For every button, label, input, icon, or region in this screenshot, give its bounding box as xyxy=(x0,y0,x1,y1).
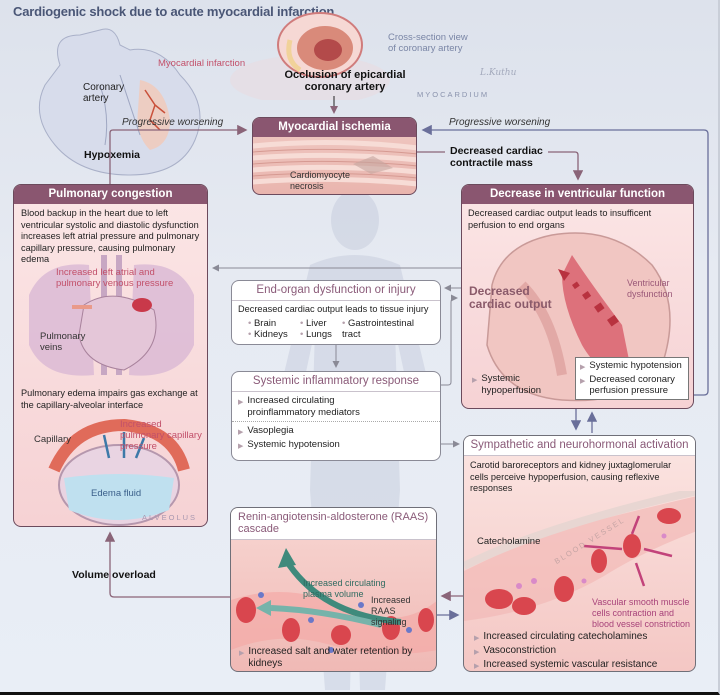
artery-cross-section-illustration xyxy=(230,12,390,100)
progressive-worsening-right-label: Progressive worsening xyxy=(449,117,551,128)
end-organ-intro: Decreased cardiac output leads to tissue… xyxy=(238,304,429,314)
pulmonary-congestion-intro: Blood backup in the heart due to left ve… xyxy=(21,208,200,264)
pulmonary-congestion-box: Pulmonary congestion Blood backup in the… xyxy=(13,184,208,527)
bullet-triangle-icon: ▶ xyxy=(238,399,244,406)
bullet-triangle-icon: ▶ xyxy=(580,364,586,371)
organ-liver: • Liver xyxy=(300,317,327,329)
decreased-contractile-mass-label: Decreased cardiac contractile mass xyxy=(450,145,543,169)
raas-cascade-box: Renin-angiotensin-aldosterone (RAAS) cas… xyxy=(230,507,437,672)
volume-overload-label: Volume overload xyxy=(72,569,156,581)
inflammatory-item: ▶Vasoplegia xyxy=(238,425,434,439)
coronary-artery-label: Coronary artery xyxy=(83,82,125,104)
pulmonary-veins-label: Pulmonary veins xyxy=(40,331,86,353)
bullet-triangle-icon: ▶ xyxy=(474,635,480,642)
decreased-cardiac-output-label: Decreased cardiac output xyxy=(469,284,552,311)
inflammatory-title: Systemic inflammatory response xyxy=(232,372,440,392)
bullet-triangle-icon: ▶ xyxy=(472,377,478,384)
inflammatory-response-box: Systemic inflammatory response ▶Increase… xyxy=(231,371,441,461)
ventricular-function-box: Decrease in ventricular function Decreas… xyxy=(461,184,694,409)
callout-item: ▶Systemic hypotension xyxy=(580,360,684,374)
raas-title: Renin-angiotensin-aldosterone (RAAS) cas… xyxy=(231,508,436,540)
callout-item: ▶Decreased coronary perfusion pressure xyxy=(580,373,675,397)
sympathetic-item: ▶Increased circulating catecholamines xyxy=(474,631,657,645)
ventricular-function-title: Decrease in ventricular function xyxy=(462,185,693,204)
myocardial-ischemia-title: Myocardial ischemia xyxy=(253,118,416,137)
myocardium-label: MYOCARDIUM xyxy=(417,90,490,99)
cardiomyocyte-necrosis-label: Cardiomyocyte necrosis xyxy=(290,170,351,191)
organ-gastrointestinal: • Gastrointestinal tract xyxy=(342,317,414,340)
artist-signature: L.Kuthu xyxy=(480,68,517,78)
organ-kidneys: • Kidneys xyxy=(248,328,288,340)
inflammatory-item: ▶Increased circulating proinflammatory m… xyxy=(238,395,360,418)
capillary-pressure-label: Increased pulmonary capillary pressure xyxy=(120,419,202,452)
hypoxemia-label: Hypoxemia xyxy=(84,149,141,161)
myocardial-ischemia-box: Myocardial ischemia Cardiomyocyte necros… xyxy=(252,117,417,195)
organ-lungs: • Lungs xyxy=(300,328,332,340)
occlusion-label: Occlusion of epicardial coronary artery xyxy=(284,69,406,93)
edema-fluid-label: Edema fluid xyxy=(91,488,142,499)
cross-section-label: Cross-section view of coronary artery xyxy=(388,32,468,54)
bullet-triangle-icon: ▶ xyxy=(474,649,480,656)
end-organ-title: End-organ dysfunction or injury xyxy=(232,281,440,301)
capillary-label: Capillary xyxy=(34,434,71,445)
ventricular-dysfunction-label: Ventricular dysfunction xyxy=(627,278,673,299)
bullet-triangle-icon: ▶ xyxy=(238,429,244,436)
atrial-pressure-label: Increased left atrial and pulmonary veno… xyxy=(56,267,174,289)
bullet-triangle-icon: ▶ xyxy=(238,442,244,450)
pulmonary-edema-text: Pulmonary edema impairs gas exchange at … xyxy=(21,388,198,410)
sympathetic-item: ▶Increased systemic vascular resistance xyxy=(474,659,657,671)
progressive-worsening-left-label: Progressive worsening xyxy=(122,117,224,128)
sympathetic-title: Sympathetic and neurohormonal activation xyxy=(464,436,695,456)
blood-vessel-illustration xyxy=(464,491,695,621)
sympathetic-items: ▶Increased circulating catecholamines ▶V… xyxy=(474,631,657,671)
alveolus-illustration xyxy=(48,418,190,526)
systemic-hypoperfusion-item: ▶ Systemic hypoperfusion xyxy=(472,373,542,396)
muscle-fibers-illustration xyxy=(253,139,416,187)
sympathetic-activation-box: Sympathetic and neurohormonal activation… xyxy=(463,435,696,672)
bullet-triangle-icon: ▶ xyxy=(474,663,480,670)
catecholamine-label: Catecholamine xyxy=(477,536,541,547)
sympathetic-intro: Carotid baroreceptors and kidney juxtagl… xyxy=(470,460,672,493)
diagram-title: Cardiogenic shock due to acute myocardia… xyxy=(13,4,335,19)
bullet-triangle-icon: ▶ xyxy=(239,650,245,657)
myocardial-infarction-label: Myocardial infarction xyxy=(158,58,246,69)
bullet-triangle-icon: ▶ xyxy=(580,377,586,385)
alveolus-label: ALVEOLUS xyxy=(142,513,198,522)
plasma-volume-label: Increased circulating plasma volume xyxy=(303,578,386,599)
hypotension-callout: ▶Systemic hypotension ▶Decreased coronar… xyxy=(575,357,689,400)
raas-item: ▶Increased salt and water retention by k… xyxy=(239,646,413,669)
raas-signaling-label: Increased RAAS signaling xyxy=(371,595,411,627)
vascular-smooth-muscle-label: Vascular smooth muscle cells contraction… xyxy=(592,597,691,629)
inflammatory-item: ▶Systemic hypotension xyxy=(238,439,434,453)
end-organ-dysfunction-box: End-organ dysfunction or injury Decrease… xyxy=(231,280,441,345)
pulmonary-congestion-title: Pulmonary congestion xyxy=(14,185,207,204)
sympathetic-item: ▶Vasoconstriction xyxy=(474,645,657,659)
lungs-heart-illustration xyxy=(29,255,194,376)
raas-vessel-illustration xyxy=(231,548,436,654)
organ-brain: • Brain xyxy=(248,317,277,329)
